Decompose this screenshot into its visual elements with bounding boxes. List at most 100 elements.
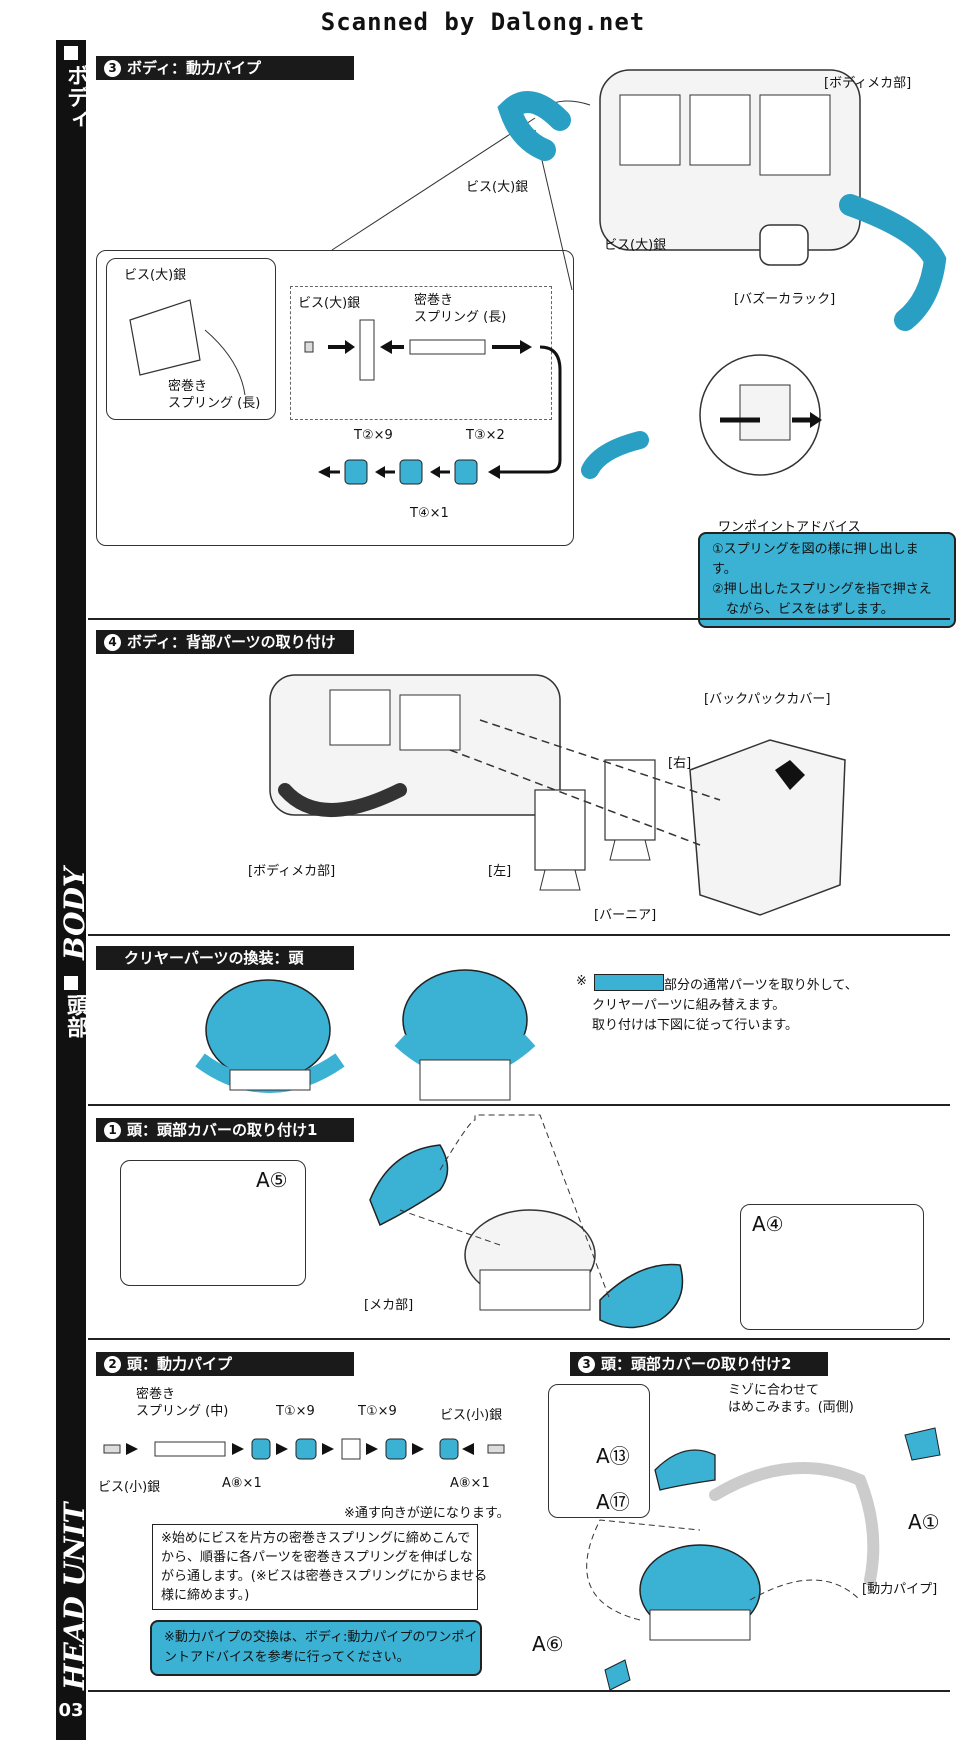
- head3-inset: [548, 1384, 650, 1518]
- section-header-pipe: 3 ボディ：動力パイプ: [96, 56, 354, 80]
- label-t4: T④×1: [410, 506, 449, 521]
- label-a4: A④: [752, 1212, 784, 1236]
- section-title: クリヤーパーツの換装：頭: [124, 949, 304, 967]
- advice-title: ワンポイントアドバイス: [718, 520, 861, 535]
- label-screw-large: ビス(大)銀: [466, 180, 529, 195]
- label-a5: A⑤: [256, 1168, 288, 1192]
- label-a8a: A⑧×1: [222, 1476, 262, 1491]
- label-body-mecha-back: [ボディメカ部]: [248, 864, 336, 879]
- head2-sequence-illustration: [103, 1438, 505, 1460]
- vernier-right-illustration: [604, 759, 656, 861]
- legend-swatch: [594, 974, 664, 991]
- note-line-3: 取り付けは下図に従って行います。: [592, 1018, 799, 1033]
- label-right: [右]: [668, 756, 692, 771]
- bazooka-rack-illustration: [759, 224, 809, 266]
- head-clear-illustration: [394, 969, 536, 1101]
- section-header-head1: 1 頭：頭部カバーの取り付け1: [96, 1118, 354, 1142]
- scan-credit: Scanned by Dalong.net: [320, 8, 646, 36]
- label-left: [左]: [488, 864, 512, 879]
- step-number: 3: [578, 1356, 595, 1373]
- divider: [88, 1338, 950, 1340]
- body-mecha-illustration: [539, 69, 861, 251]
- head-normal-illustration: [195, 979, 345, 1093]
- label-seq-screw: ビス(大)銀: [298, 296, 361, 311]
- head3-assembly-illustration: [586, 1427, 941, 1691]
- section-marker-icon: [64, 976, 78, 990]
- advice-line-1: ①スプリングを図の様に押し出します。: [712, 542, 919, 577]
- pipe-right-illustration: [839, 194, 947, 331]
- label-screw-small-right: ビス(小)銀: [440, 1408, 503, 1423]
- head-cover-front-illustration: [599, 1263, 684, 1329]
- step-number: 3: [104, 60, 121, 77]
- head-cover-center-illustration: [369, 1144, 449, 1227]
- section-title: ボディ：背部パーツの取り付け: [127, 633, 336, 651]
- label-groove: ミゾに合わせて はめこみます。(両側): [728, 1383, 854, 1415]
- label-t3: T③×2: [466, 428, 505, 443]
- section-header-head2: 2 頭：動力パイプ: [96, 1352, 354, 1376]
- attach-lines: [449, 719, 721, 846]
- divider: [88, 1104, 950, 1106]
- section-title: 頭：頭部カバーの取り付け1: [127, 1121, 318, 1139]
- label-body-mecha: [ボディメカ部]: [824, 76, 912, 91]
- section-marker-icon: [64, 46, 78, 60]
- pipe-left-illustration: [497, 91, 571, 161]
- head2-tip: ※動力パイプの交換は、ボディ:動力パイプのワンポイ ントアドバイスを参考に行って…: [150, 1620, 482, 1676]
- sequence-illustration: [304, 319, 562, 485]
- back-body-illustration: [269, 674, 561, 817]
- label-spring-mid: 密巻き スプリング (中): [136, 1387, 229, 1419]
- vernier-left-illustration: [534, 789, 586, 891]
- label-a17: A⑰: [596, 1490, 630, 1514]
- label-a6: A⑥: [532, 1632, 564, 1656]
- label-screw-large: ビス(大)銀: [604, 238, 667, 253]
- section-header-back: 4 ボディ：背部パーツの取り付け: [96, 630, 354, 654]
- note-mark: ※: [576, 974, 587, 989]
- callout-line: [331, 117, 536, 251]
- label-t2: T②×9: [354, 428, 393, 443]
- label-a13: A⑬: [596, 1444, 630, 1468]
- advice-line-3: ながら、ビスをはずします。: [726, 602, 894, 617]
- label-inset-screw: ビス(大)銀: [124, 268, 187, 283]
- label-inset-spring: 密巻き スプリング (長): [168, 379, 261, 411]
- page-number: 03: [58, 1700, 84, 1721]
- head-mecha-illustration: [464, 1209, 596, 1311]
- sequence-box: [290, 286, 552, 420]
- head1-inset-right: [740, 1204, 924, 1330]
- inset-part-illustration: [129, 299, 246, 396]
- side-label-head-ja: 頭部: [63, 994, 88, 1038]
- step-number: 4: [104, 634, 121, 651]
- note-line-1: 部分の通常パーツを取り外して、: [664, 978, 858, 993]
- section-title: ボディ：動力パイプ: [127, 59, 261, 77]
- head1-inset-left: [120, 1160, 306, 1286]
- label-a1: A①: [908, 1510, 940, 1534]
- label-screw-small-left: ビス(小)銀: [98, 1480, 161, 1495]
- divider: [88, 1690, 950, 1692]
- label-power-pipe: [動力パイプ]: [862, 1582, 938, 1597]
- label-a8b: A⑧×1: [450, 1476, 490, 1491]
- advice-box: ①スプリングを図の様に押し出します。 ②押し出したスプリングを指で押さえ ながら…: [698, 532, 956, 628]
- label-reverse: ※通す向きが逆になります。: [344, 1506, 510, 1521]
- section-header-clear: クリヤーパーツの換装：頭: [96, 946, 354, 970]
- side-bar: [56, 40, 86, 1740]
- label-vernier: [バーニア]: [594, 908, 657, 923]
- label-t1b: T①×9: [358, 1404, 397, 1419]
- advice-line-2: ②押し出したスプリングを指で押さえ: [712, 582, 932, 597]
- label-mecha: [メカ部]: [364, 1298, 414, 1313]
- head2-note: ※始めにビスを片方の密巻きスプリングに締めこんで から、順番に各パーツを密巻きス…: [152, 1524, 487, 1610]
- section-header-head3: 3 頭：頭部カバーの取り付け2: [570, 1352, 828, 1376]
- section-title: 頭：動力パイプ: [127, 1355, 233, 1373]
- note-line-2: クリヤーパーツに組み替えます。: [592, 998, 786, 1013]
- label-bazooka-rack: [バズーカラック]: [734, 292, 836, 307]
- backpack-cover-illustration: [689, 739, 846, 916]
- step-number: 2: [104, 1356, 121, 1373]
- label-t1a: T①×9: [276, 1404, 315, 1419]
- section-title: 頭：頭部カバーの取り付け2: [601, 1355, 792, 1373]
- divider: [88, 618, 950, 620]
- label-backpack-cover: [バックパックカバー]: [704, 692, 831, 707]
- side-label-body-ja: ボディ: [63, 64, 88, 130]
- label-seq-spring: 密巻き スプリング (長): [414, 293, 507, 325]
- step-number: 1: [104, 1122, 121, 1139]
- advice-magnifier-illustration: [581, 354, 822, 479]
- head1-dash-lines: [399, 1114, 611, 1301]
- divider: [88, 934, 950, 936]
